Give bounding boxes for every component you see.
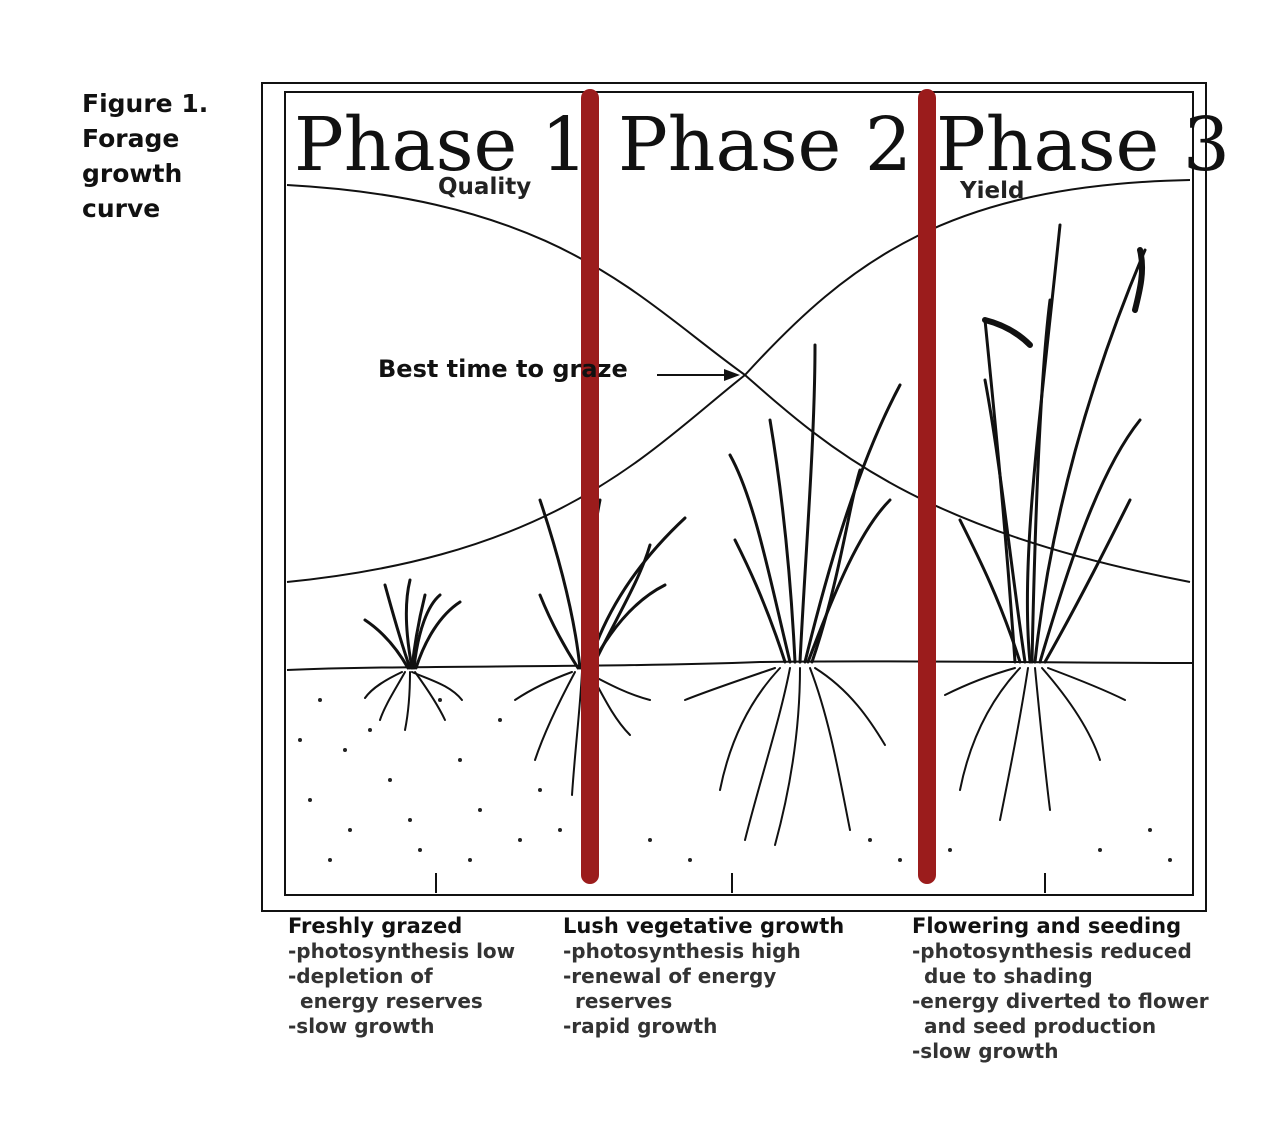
phase-2-heading: Phase 2 (618, 102, 912, 188)
stage-title: Flowering and seeding (912, 914, 1182, 938)
stage-line: energy reserves (300, 989, 483, 1013)
outer-frame (261, 82, 1207, 912)
stage-line: -photosynthesis high (563, 939, 801, 963)
stage-line: -depletion of (288, 964, 433, 988)
figure-caption: Figure 1. Forage growth curve (82, 86, 252, 226)
stage-line: and seed production (924, 1014, 1157, 1038)
stage-line: -photosynthesis low (288, 939, 516, 963)
plant-recovering (514, 498, 687, 796)
figure-caption-line: growth (82, 159, 183, 188)
stage-line: reserves (575, 989, 673, 1013)
figure-caption-line: curve (82, 194, 161, 223)
soil-speckles (298, 698, 1172, 862)
stage-line: -renewal of energy (563, 964, 777, 988)
quality-label: Quality (438, 174, 532, 200)
stage-freshly-grazed: Freshly grazed -photosynthesis low -depl… (288, 914, 515, 1039)
stage-lush-vegetative: Lush vegetative growth -photosynthesis h… (563, 914, 844, 1039)
yield-label: Yield (960, 178, 1025, 204)
plant-lush (684, 343, 902, 846)
phase-3-heading: Phase 3 (936, 102, 1230, 188)
ground-line (286, 660, 1194, 671)
arrow-head-icon (724, 369, 740, 381)
stage-flowering-seeding: Flowering and seeding -photosynthesis re… (912, 914, 1209, 1064)
stage-line: -slow growth (288, 1014, 435, 1038)
stage-line: -rapid growth (563, 1014, 718, 1038)
figure-caption-line: Figure 1. (82, 89, 209, 118)
plant-flowering (944, 223, 1147, 821)
yield-curve (286, 179, 1191, 583)
stage-line: -photosynthesis reduced (912, 939, 1192, 963)
stage-line: -energy diverted to flower (912, 989, 1209, 1013)
plant-freshly-grazed (363, 578, 463, 731)
figure-caption-line: Forage (82, 124, 180, 153)
phase-1-heading: Phase 1 (294, 102, 588, 188)
quality-curve (286, 184, 1191, 583)
best-time-label: Best time to graze (378, 355, 628, 383)
stage-title: Lush vegetative growth (563, 914, 845, 938)
stage-title: Freshly grazed (288, 914, 463, 938)
inner-frame (284, 91, 1194, 896)
stage-line: due to shading (924, 964, 1093, 988)
stage-line: -slow growth (912, 1039, 1059, 1063)
